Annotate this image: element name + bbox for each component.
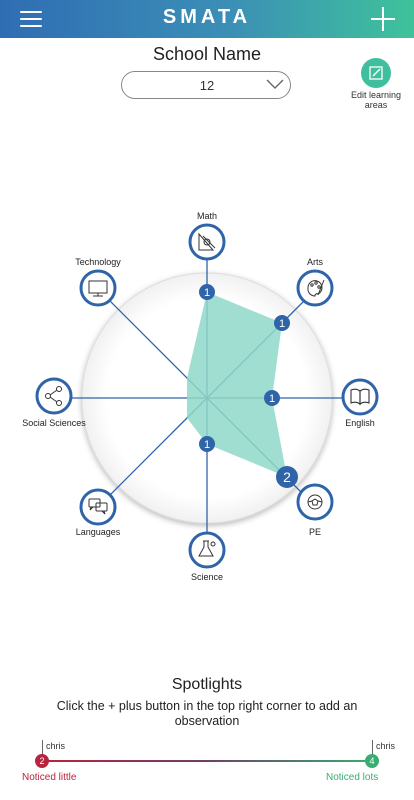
- learning-area-arts[interactable]: Arts: [296, 257, 334, 307]
- spotlights-title: Spotlights: [171, 676, 243, 693]
- edit-learning-areas-button[interactable]: [361, 58, 391, 88]
- learning-area-label: Social Sciences: [22, 418, 86, 428]
- learning-area-label: Science: [191, 572, 223, 582]
- svg-text:1: 1: [204, 287, 210, 299]
- learning-areas-radar: 1 1 1 2 1 Math Arts: [22, 211, 379, 582]
- svg-text:2: 2: [283, 469, 291, 485]
- grade-select[interactable]: 12: [121, 71, 291, 99]
- learning-area-label: PE: [309, 527, 321, 537]
- value-marker-pe: 2: [276, 466, 298, 488]
- school-name-title: School Name: [152, 44, 262, 64]
- geometry-tools-icon: [198, 232, 216, 251]
- range-gradient-line: [42, 760, 372, 762]
- flask-icon: [198, 540, 216, 557]
- learning-area-english[interactable]: English: [341, 378, 379, 428]
- learning-area-pe[interactable]: PE: [296, 483, 334, 537]
- ball-icon: [307, 494, 323, 510]
- learning-area-technology[interactable]: Technology: [75, 257, 121, 307]
- share-icon: [45, 386, 62, 406]
- learning-area-label: English: [345, 418, 375, 428]
- left-count-dot[interactable]: 2: [35, 754, 49, 768]
- left-tick: [42, 740, 43, 760]
- learning-area-math[interactable]: Math: [188, 211, 226, 261]
- grade-select-value: 12: [199, 78, 215, 93]
- svg-text:1: 1: [204, 439, 210, 451]
- learning-area-label: Technology: [75, 257, 121, 267]
- monitor-icon: [88, 280, 108, 297]
- observation-range: chris chris 2 4 Noticed little Noticed l…: [0, 734, 414, 794]
- left-user-name: chris: [46, 741, 66, 751]
- app-title: SMATA: [162, 6, 252, 28]
- spotlights-instructions: Click the + plus button in the top right…: [56, 699, 358, 728]
- right-tick: [372, 740, 373, 760]
- chevron-down-icon: [266, 79, 284, 89]
- noticed-little-label: Noticed little: [22, 772, 77, 783]
- learning-area-label: Math: [197, 211, 217, 221]
- svg-text:1: 1: [279, 318, 285, 330]
- value-marker-english: 1: [264, 390, 280, 406]
- value-marker-arts: 1: [274, 315, 290, 331]
- edit-learning-areas-label: Edit learning areas: [350, 90, 402, 110]
- book-icon: [350, 388, 370, 406]
- noticed-lots-label: Noticed lots: [326, 772, 379, 783]
- add-observation-button[interactable]: [370, 6, 396, 32]
- right-count-dot[interactable]: 4: [365, 754, 379, 768]
- palette-icon: [307, 279, 325, 297]
- right-user-name: chris: [376, 741, 396, 751]
- learning-area-label: Arts: [307, 257, 324, 267]
- value-marker-math: 1: [199, 284, 215, 300]
- radar-area: [187, 292, 287, 477]
- learning-area-languages[interactable]: Languages: [76, 488, 121, 537]
- learning-area-label: Languages: [76, 527, 121, 537]
- speech-bubbles-icon: [88, 498, 108, 515]
- learning-area-science[interactable]: Science: [188, 531, 226, 582]
- pencil-icon: [369, 66, 383, 80]
- top-bar: SMATA: [0, 0, 414, 38]
- svg-text:1: 1: [269, 393, 275, 405]
- learning-area-social-sciences[interactable]: Social Sciences: [22, 377, 86, 428]
- menu-icon[interactable]: [20, 9, 42, 29]
- value-marker-science: 1: [199, 436, 215, 452]
